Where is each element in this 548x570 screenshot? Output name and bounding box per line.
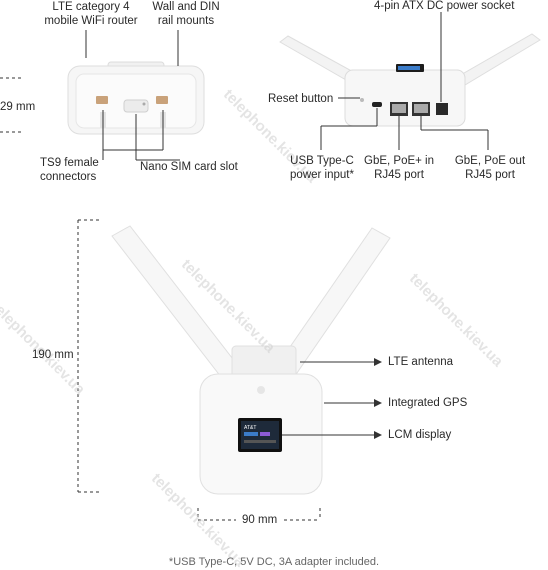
leaders-top-right xyxy=(320,12,489,150)
router-back-view xyxy=(279,33,541,127)
label-atx-power: 4-pin ATX DC power socket xyxy=(374,0,515,12)
footnote: *USB Type-C, 5V DC, 3A adapter included. xyxy=(168,556,380,568)
arrowheads xyxy=(374,358,382,439)
label-height-main: 190 mm xyxy=(32,349,74,361)
label-poe-in: GbE, PoE+ in RJ45 port xyxy=(364,155,434,181)
label-rail-mounts: Wall and DIN rail mounts xyxy=(152,1,220,27)
label-height-small: 29 mm xyxy=(0,101,36,113)
lcd-carrier-text: AT&T xyxy=(244,425,256,431)
label-ts9-connectors: TS9 female connectors xyxy=(40,157,99,183)
label-width-main: 90 mm xyxy=(242,514,278,526)
label-reset-button: Reset button xyxy=(268,93,334,105)
leaders-top-left xyxy=(0,30,180,161)
dimension-lines-main xyxy=(77,219,376,521)
label-lcm-display: LCM display xyxy=(388,429,452,441)
label-nano-sim: Nano SIM card slot xyxy=(140,161,238,173)
label-lte-antenna: LTE antenna xyxy=(388,356,454,368)
label-integrated-gps: Integrated GPS xyxy=(388,397,468,409)
label-poe-out: GbE, PoE out RJ45 port xyxy=(454,155,526,181)
label-lte-router: LTE category 4 mobile WiFi router xyxy=(44,1,138,27)
router-front-view: AT&T xyxy=(111,225,391,495)
label-usbc-power: USB Type-C power input* xyxy=(290,155,354,181)
